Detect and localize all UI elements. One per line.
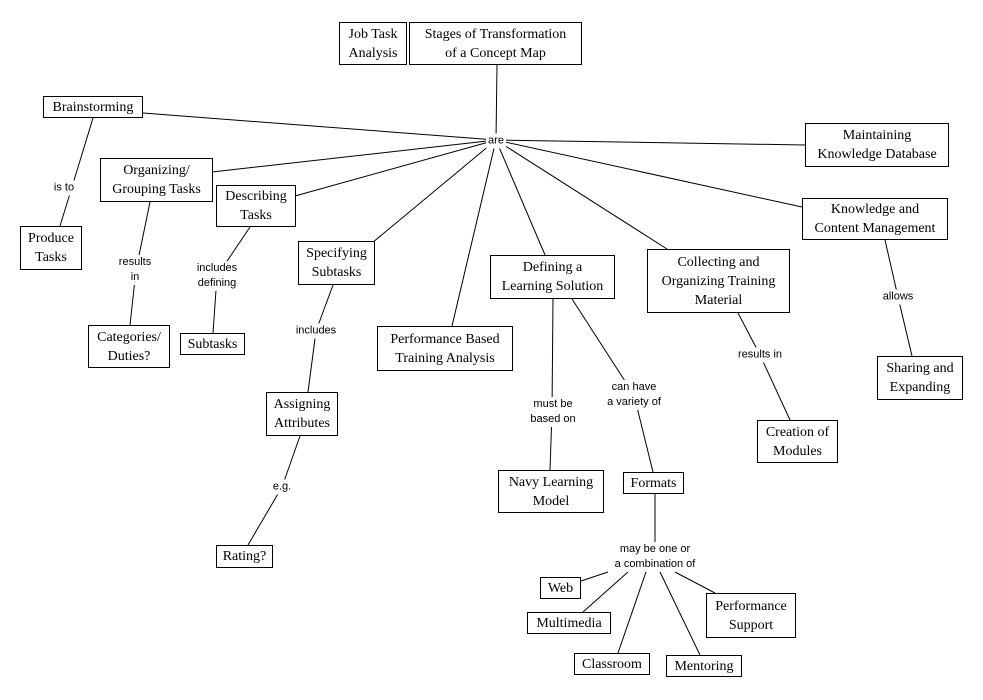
node-job-task-analysis: Job Task Analysis: [339, 22, 407, 65]
link-allows: allows: [880, 289, 916, 305]
line: [759, 354, 791, 421]
node-classroom: Classroom: [574, 653, 650, 675]
line: [495, 64, 498, 141]
line: [897, 296, 913, 357]
line: [451, 139, 497, 327]
line: [307, 330, 317, 393]
line: [495, 139, 668, 250]
link-includes-defining: includes defining: [194, 261, 240, 291]
line: [659, 571, 701, 656]
line: [617, 571, 647, 654]
node-web: Web: [540, 577, 581, 599]
line: [142, 112, 497, 141]
node-sharing: Sharing and Expanding: [877, 356, 963, 400]
link-must-be-based-on: must be based on: [528, 397, 578, 427]
link-can-have: can have a variety of: [605, 380, 663, 410]
node-produce-tasks: Produce Tasks: [20, 226, 82, 270]
line: [281, 435, 301, 488]
line: [211, 139, 497, 173]
line: [71, 117, 94, 188]
line: [315, 284, 334, 332]
link-results-in: results in: [116, 255, 154, 285]
line: [495, 139, 803, 208]
node-categories: Categories/ Duties?: [88, 325, 170, 368]
node-assigning: Assigning Attributes: [266, 392, 338, 436]
node-knowledge: Knowledge and Content Management: [802, 198, 948, 240]
node-brainstorming: Brainstorming: [43, 96, 143, 118]
node-performance-based: Performance Based Training Analysis: [377, 326, 513, 371]
node-defining: Defining a Learning Solution: [490, 255, 615, 299]
line: [674, 571, 716, 594]
node-formats: Formats: [623, 472, 684, 494]
line: [582, 571, 629, 613]
line: [371, 139, 497, 244]
node-describing-tasks: Describing Tasks: [216, 185, 296, 227]
link-results-in-modules: results in: [735, 347, 785, 363]
line: [884, 239, 899, 298]
line: [495, 139, 806, 146]
link-eg: e.g.: [270, 479, 294, 495]
node-stages-title: Stages of Transformation of a Concept Ma…: [409, 22, 582, 65]
node-rating: Rating?: [216, 545, 273, 568]
line: [580, 571, 609, 582]
node-organizing: Organizing/ Grouping Tasks: [100, 158, 213, 202]
line: [551, 298, 554, 413]
node-mentoring: Mentoring: [666, 655, 742, 677]
node-navy: Navy Learning Model: [498, 470, 604, 513]
link-is-to: is to: [51, 180, 77, 196]
link-are: are: [486, 133, 506, 149]
node-subtasks: Subtasks: [180, 333, 245, 355]
node-maintaining: Maintaining Knowledge Database: [805, 123, 949, 167]
node-performance-support: Performance Support: [706, 593, 796, 638]
node-creation: Creation of Modules: [757, 420, 838, 463]
line: [247, 486, 283, 546]
line: [571, 298, 635, 396]
link-includes: includes: [293, 323, 339, 339]
node-collecting: Collecting and Organizing Training Mater…: [647, 249, 790, 313]
link-may-be: may be one or a combination of: [612, 542, 698, 572]
line: [495, 139, 546, 256]
node-multimedia: Multimedia: [527, 612, 611, 634]
node-specifying: Specifying Subtasks: [298, 241, 375, 285]
line: [294, 139, 497, 197]
